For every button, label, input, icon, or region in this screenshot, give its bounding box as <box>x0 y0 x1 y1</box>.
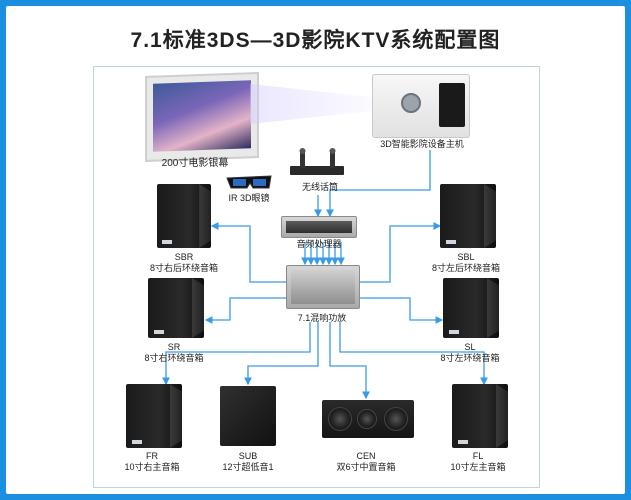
wireless-mic-icon <box>290 148 344 175</box>
speaker-fr <box>126 384 182 448</box>
cen-desc: 双6寸中置音箱 <box>336 462 396 472</box>
sub-desc: 12寸超低音1 <box>222 462 274 472</box>
sub-code: SUB <box>238 451 258 461</box>
host-front-panel <box>439 83 465 127</box>
projector-lens-icon <box>401 93 421 113</box>
speaker-fl <box>452 384 508 448</box>
sbr-code: SBR <box>174 252 194 262</box>
amp-label: 7.1混响功放 <box>297 313 347 323</box>
fr-code: FR <box>146 451 158 461</box>
speaker-sbr <box>157 184 211 248</box>
wire-amp-sr <box>204 297 290 324</box>
page-title: 7.1标准3DS—3D影院KTV系统配置图 <box>130 29 501 52</box>
wire-amp-sl <box>360 297 444 324</box>
3d-host-device <box>372 74 470 138</box>
amplifier <box>286 265 360 309</box>
sr-code: SR <box>167 342 181 352</box>
speaker-sbl <box>440 184 496 248</box>
cen-tweeter <box>357 409 377 429</box>
projector-label: 3D智能影院设备主机 <box>380 139 464 149</box>
sbl-desc: 8寸左后环绕音箱 <box>431 263 501 273</box>
speaker-sub <box>220 386 276 446</box>
wire-amp-sub <box>244 322 319 386</box>
wire-amp-fl <box>339 322 488 386</box>
glasses-label: IR 3D眼镜 <box>228 193 270 203</box>
sbr-desc: 8寸右后环绕音箱 <box>149 263 219 273</box>
white-panel <box>6 6 625 494</box>
3d-glasses-icon <box>226 175 272 189</box>
speaker-sr <box>148 278 204 338</box>
projection-screen <box>145 72 259 162</box>
wire-amp-fr <box>162 322 311 386</box>
wire-amp-sbr <box>210 222 290 283</box>
processor-label: 音频处理器 <box>296 239 342 249</box>
processor-face <box>286 221 352 233</box>
sl-code: SL <box>464 342 476 352</box>
sbl-code: SBL <box>457 252 475 262</box>
fr-desc: 10寸右主音箱 <box>124 462 180 472</box>
fl-desc: 10寸左主音箱 <box>450 462 506 472</box>
wire-amp-cen <box>329 322 370 400</box>
wire-projector-processor <box>326 150 431 218</box>
sl-desc: 8寸左环绕音箱 <box>440 353 500 363</box>
sr-desc: 8寸右环绕音箱 <box>144 353 204 363</box>
cen-code: CEN <box>356 451 376 461</box>
fl-code: FL <box>472 451 484 461</box>
wire-amp-sbl <box>360 222 442 283</box>
speaker-cen <box>322 400 414 438</box>
screen-image <box>153 80 251 152</box>
cen-woofer-left <box>328 407 352 431</box>
audio-processor <box>281 216 357 238</box>
diagram-frame <box>93 66 540 488</box>
amplifier-face <box>291 270 355 304</box>
mic-label: 无线话筒 <box>301 182 339 192</box>
screen-label: 200寸电影银幕 <box>161 158 229 169</box>
cen-woofer-right <box>384 407 408 431</box>
speaker-sl <box>443 278 499 338</box>
